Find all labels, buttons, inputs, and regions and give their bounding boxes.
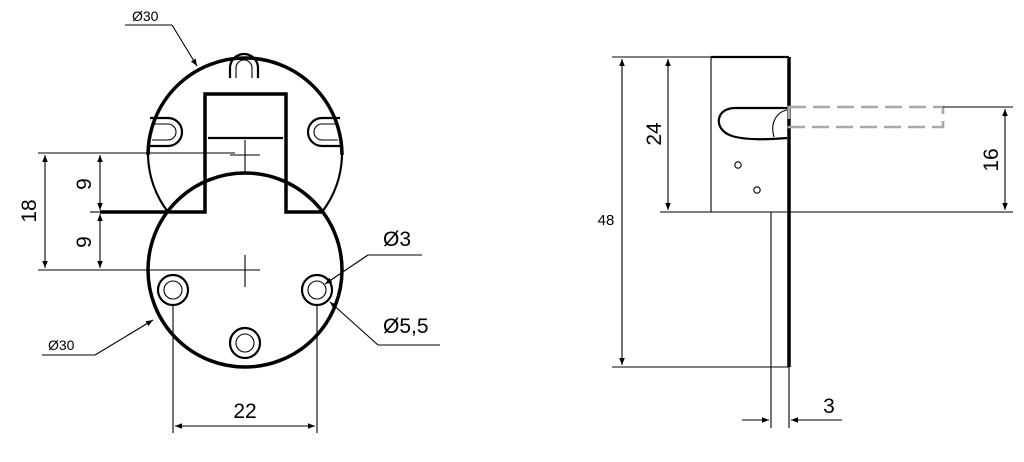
top-circle	[146, 56, 344, 156]
side-view: 48 24 16 3	[598, 55, 1013, 428]
right-u-slot	[306, 116, 340, 148]
top-center-mark	[230, 140, 260, 172]
side-small-hole-2	[753, 186, 761, 194]
side-tongue-tip	[772, 109, 788, 138]
left-hole	[156, 273, 190, 307]
small-hole-label: Ø3	[383, 228, 411, 251]
dim-22-label: 22	[233, 400, 256, 423]
bottom-center-mark	[230, 255, 260, 287]
top-u-slot	[228, 52, 260, 78]
dim-24-label: 24	[643, 122, 666, 146]
small-hole-leader	[324, 254, 422, 285]
extended-tongue-ghost	[787, 105, 945, 129]
front-view: 18 9 9 22 Ø30 Ø30 Ø3	[18, 8, 440, 433]
top-circle-side-right	[321, 154, 344, 213]
hole-spacing-dimension	[172, 305, 318, 433]
side-small-hole-1	[734, 161, 742, 169]
height-dimensions	[38, 152, 235, 271]
left-u-slot	[150, 116, 184, 148]
thickness-dimension	[742, 367, 842, 428]
top-circle-side-left	[146, 154, 169, 213]
side-tongue	[717, 106, 788, 141]
large-hole-label: Ø5,5	[383, 315, 429, 338]
bottom-diameter-leader	[42, 319, 154, 356]
dim-16-label: 16	[980, 148, 1003, 171]
large-hole-leader	[329, 301, 440, 346]
bottom-hole	[228, 326, 262, 360]
bottom-diameter-label: Ø30	[48, 337, 75, 353]
side-block	[710, 57, 787, 213]
slot-outline	[100, 92, 322, 214]
upper-height-dimension	[660, 59, 711, 213]
total-height-dimension	[612, 56, 771, 368]
offset-dimension	[789, 106, 1013, 213]
dim-9-upper-label: 9	[73, 178, 96, 190]
dim-3-label: 3	[823, 395, 835, 418]
right-hole	[300, 273, 334, 307]
top-diameter-leader	[125, 24, 198, 67]
dim-48-label: 48	[598, 212, 615, 229]
top-diameter-label: Ø30	[132, 8, 159, 24]
side-plate	[770, 212, 789, 368]
dim-18-label: 18	[18, 199, 41, 222]
dim-9-lower-label: 9	[73, 236, 96, 248]
